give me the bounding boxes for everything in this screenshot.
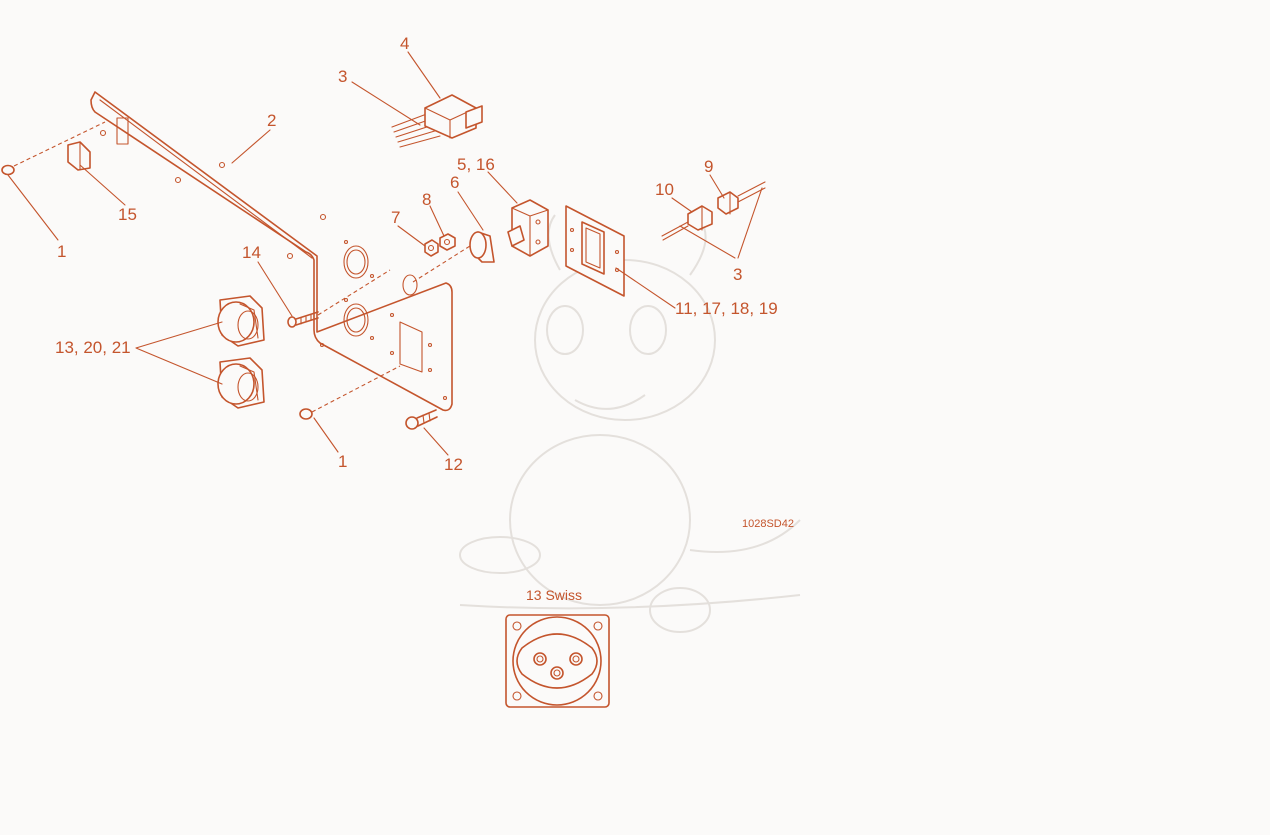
connector-10	[661, 205, 713, 241]
callout-13-20-21: 13, 20, 21	[55, 338, 131, 357]
leader-lines	[7, 51, 763, 456]
rivet-left	[1, 121, 106, 176]
callout-9: 9	[704, 157, 713, 176]
callout-1-left: 1	[57, 242, 66, 261]
callout-2: 2	[267, 111, 276, 130]
callout-1-bottom: 1	[338, 452, 347, 471]
dashed-breaker-axis	[412, 245, 471, 283]
watermark-dragon	[459, 214, 801, 633]
callout-3-right: 3	[733, 265, 742, 284]
outlet-upper	[217, 295, 265, 347]
swiss-socket-inset	[505, 614, 610, 708]
callout-10: 10	[655, 180, 674, 199]
callout-14: 14	[242, 243, 261, 262]
callout-12: 12	[444, 455, 463, 474]
callout-15: 15	[118, 205, 137, 224]
breaker-boot	[469, 231, 495, 263]
screw-12	[405, 409, 438, 430]
panel-clip	[67, 141, 91, 171]
drawing-code: 1028SD42	[742, 518, 794, 530]
callout-11-17-18-19: 11, 17, 18, 19	[675, 299, 778, 318]
callout-5-16: 5, 16	[457, 155, 495, 174]
control-panel-plate	[90, 91, 453, 412]
screw-14	[287, 269, 391, 328]
callout-7: 7	[391, 208, 400, 227]
callout-6: 6	[450, 173, 459, 192]
outlet-lower	[217, 357, 265, 409]
callout-8: 8	[422, 190, 431, 209]
callout-3-top: 3	[338, 67, 347, 86]
callout-4: 4	[400, 34, 409, 53]
rivet-bottom	[299, 365, 401, 420]
inset-title: 13 Swiss	[526, 587, 582, 603]
switch-mount-plate	[565, 205, 625, 297]
circuit-breaker	[507, 199, 549, 257]
nut-7	[424, 239, 439, 257]
wire-harness-top	[391, 94, 483, 148]
washer-8	[439, 233, 456, 251]
connector-9	[717, 181, 766, 215]
